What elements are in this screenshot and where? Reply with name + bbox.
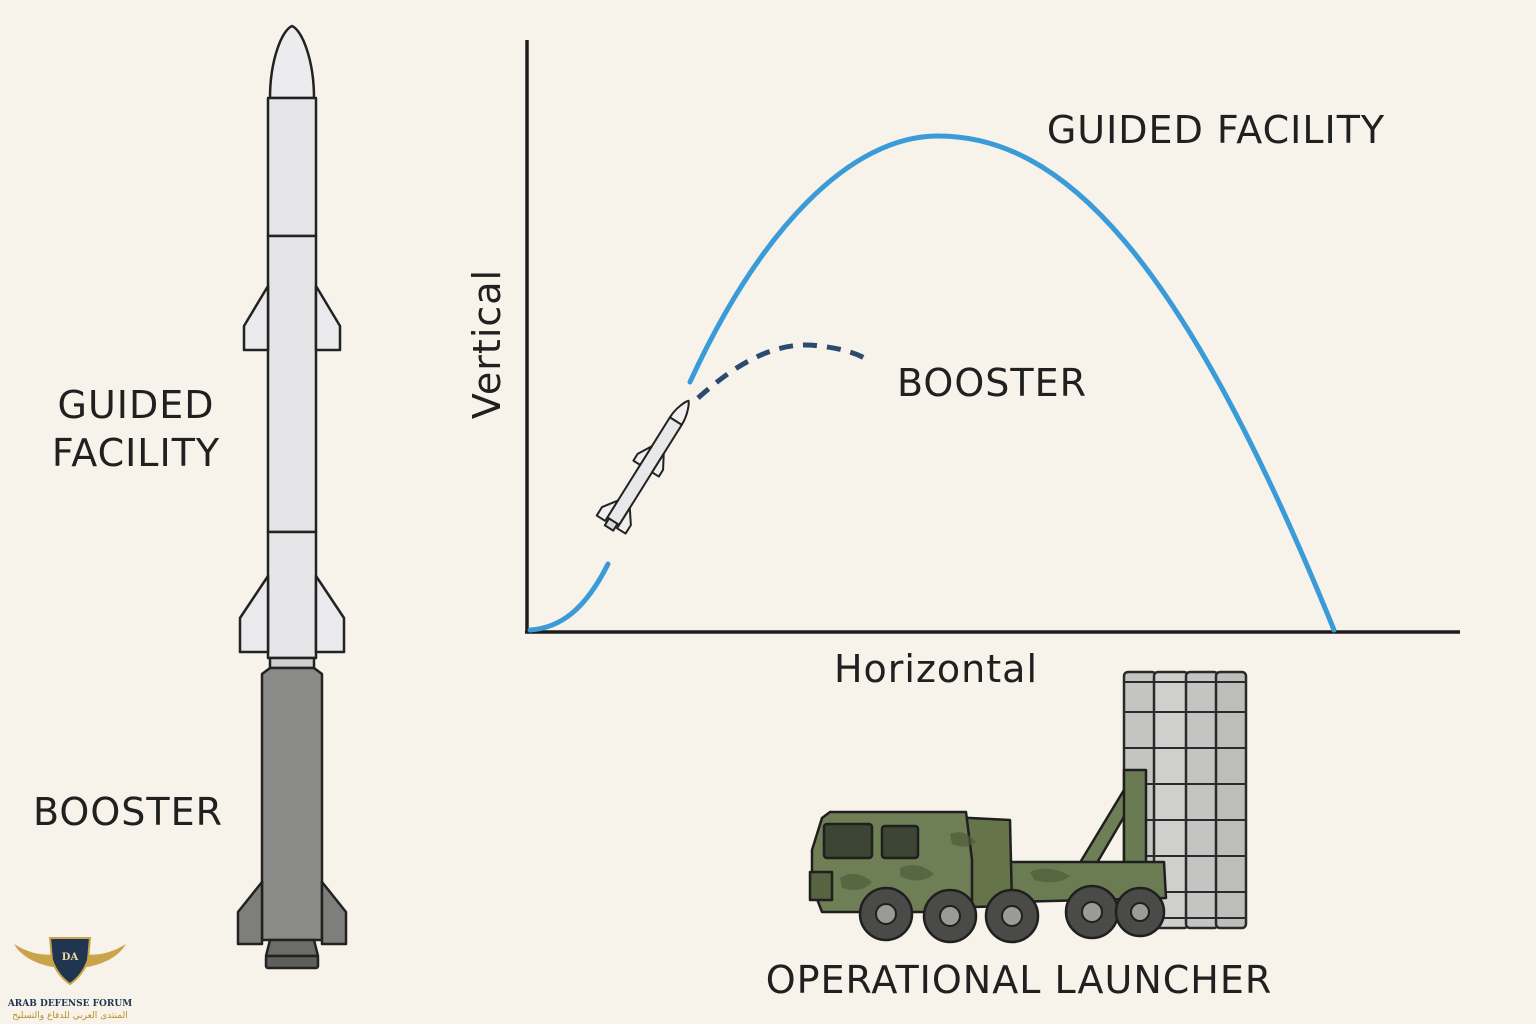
watermark-wing-right xyxy=(80,944,126,968)
missile-fin-right xyxy=(314,574,346,654)
watermark-wing-left xyxy=(14,944,60,968)
booster-body xyxy=(260,666,324,942)
booster-nozzle-exit xyxy=(264,954,320,970)
booster-section-label: BOOSTER xyxy=(33,790,223,834)
guided-facility-label-line1: GUIDED xyxy=(58,383,215,427)
watermark-monogram: DA xyxy=(62,952,79,963)
trajectory-guided-facility-label: GUIDED FACILITY xyxy=(1047,108,1385,152)
x-axis-label: Horizontal xyxy=(834,647,1038,691)
cab-window-front xyxy=(822,822,874,860)
booster-fin-left xyxy=(236,880,264,946)
missile-lower-body xyxy=(266,530,318,660)
booster-nozzle xyxy=(264,938,320,958)
guided-facility-trajectory-arc xyxy=(687,133,1337,633)
y-axis-label: Vertical xyxy=(465,269,509,419)
guided-facility-trajectory-low xyxy=(527,561,611,633)
launcher-truck xyxy=(808,768,1168,944)
missile-nose-cone xyxy=(268,24,316,100)
watermark-subtitle-arabic: المنتدى العربي للدفاع والتسليح xyxy=(12,1011,127,1021)
cab-window-side xyxy=(880,824,920,860)
operational-launcher-label: OPERATIONAL LAUNCHER xyxy=(766,958,1273,1002)
booster-fin-right xyxy=(320,880,348,946)
guided-facility-label-line2: FACILITY xyxy=(52,431,220,475)
inflight-missile-icon xyxy=(595,399,690,535)
trajectory-axes xyxy=(525,40,1460,634)
erector-mast xyxy=(1122,768,1148,872)
missile-illustration xyxy=(236,24,348,970)
missile-canard-left xyxy=(242,284,270,352)
missile-upper-body xyxy=(266,96,318,238)
missile-mid-body xyxy=(266,234,318,534)
watermark-shield-icon xyxy=(48,937,92,986)
watermark-title: ARAB DEFENSE FORUM xyxy=(7,999,132,1009)
cab-grille xyxy=(808,870,834,902)
missile-interstage xyxy=(268,656,316,670)
booster-trajectory xyxy=(696,342,870,400)
watermark-logo: DA ARAB DEFENSE FORUM المنتدى العربي للد… xyxy=(7,937,132,1021)
trajectory-booster-label: BOOSTER xyxy=(897,361,1087,405)
missile-fin-left xyxy=(238,574,270,654)
missile-canard-right xyxy=(314,284,342,352)
